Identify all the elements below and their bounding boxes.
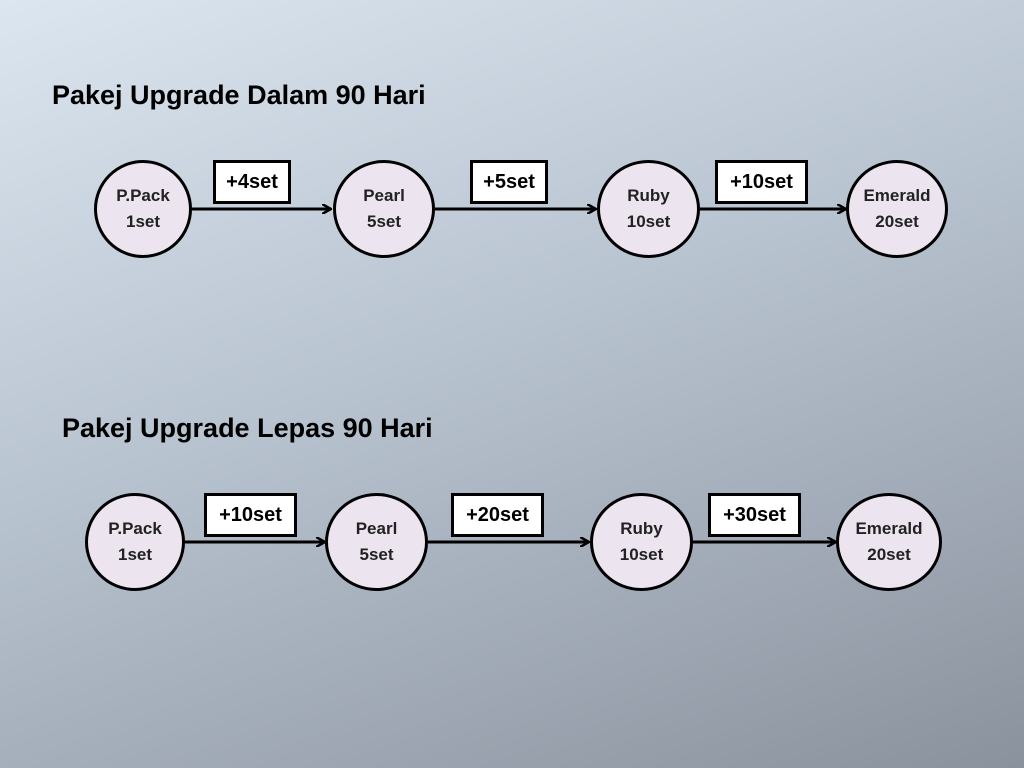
section-title: Pakej Upgrade Lepas 90 Hari [62,413,433,443]
node-ppack: P.Pack 1set [85,493,185,591]
node-qty: 1set [125,212,161,231]
node-qty: 5set [366,212,402,231]
step-label: +20set [451,493,544,537]
node-name: Ruby [627,186,670,205]
node-qty: 20set [867,545,911,564]
node-pearl: Pearl 5set [333,160,435,258]
node-name: Emerald [855,519,923,538]
node-name: P.Pack [116,186,170,205]
step-label: +10set [204,493,297,537]
node-qty: 5set [359,545,394,564]
node-emerald: Emerald 20set [836,493,942,591]
node-ruby: Ruby 10set [597,160,700,258]
step-label: +5set [470,160,548,204]
node-pearl: Pearl 5set [325,493,428,591]
node-qty: 10set [626,212,671,231]
node-qty: 10set [619,545,664,564]
node-name: P.Pack [108,519,162,538]
node-qty: 1set [117,545,153,564]
node-name: Pearl [363,186,405,205]
node-qty: 20set [875,212,919,231]
step-label: +30set [708,493,801,537]
step-label: +10set [715,160,808,204]
node-name: Emerald [863,186,931,205]
node-name: Ruby [620,519,663,538]
node-emerald: Emerald 20set [846,160,948,258]
node-ruby: Ruby 10set [590,493,693,591]
node-ppack: P.Pack 1set [94,160,192,258]
section-title: Pakej Upgrade Dalam 90 Hari [52,80,426,110]
node-name: Pearl [355,519,398,538]
step-label: +4set [213,160,291,204]
